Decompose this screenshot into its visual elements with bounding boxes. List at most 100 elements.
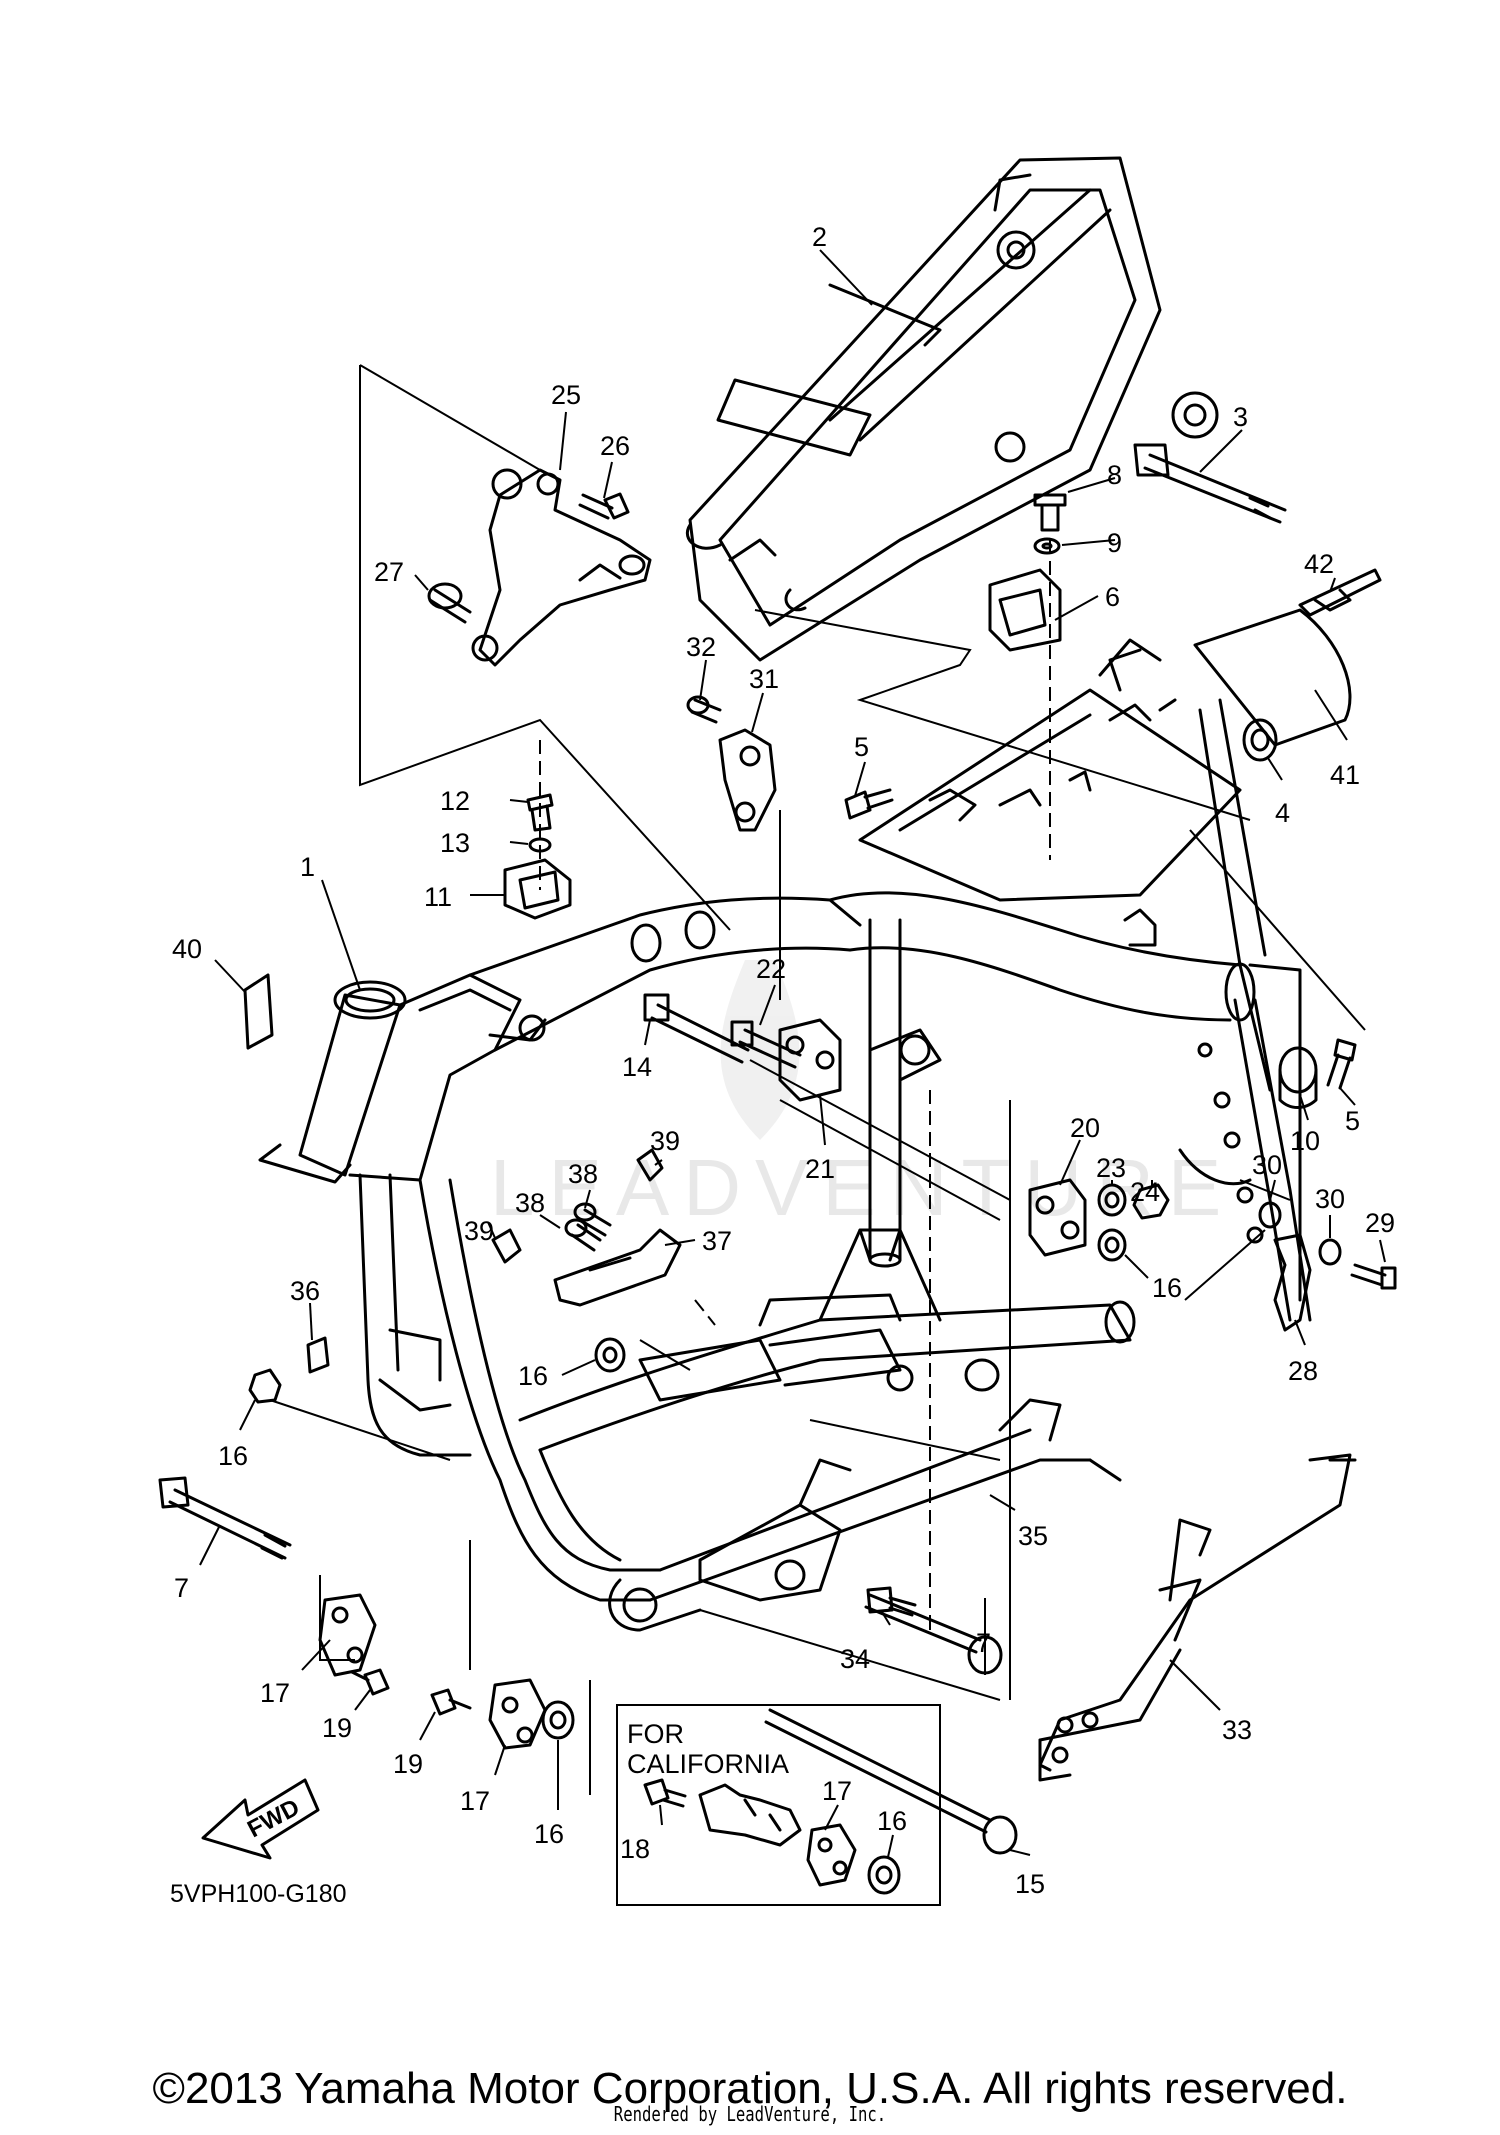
part-cap-10 (1278, 1046, 1318, 1109)
callout-22: 22 (756, 954, 786, 984)
callout-24: 24 (1130, 1177, 1160, 1207)
callout-19-left: 19 (322, 1713, 352, 1743)
reference-lines (269, 364, 1366, 1795)
callout-38-lower: 38 (515, 1188, 545, 1218)
part-clip-39b (636, 1148, 664, 1182)
part-plate-20 (1028, 1178, 1087, 1257)
callout-13: 13 (440, 828, 470, 858)
callout-11: 11 (424, 882, 452, 912)
part-nut-16-right (1097, 1228, 1127, 1262)
fwd-label: FWD (243, 1794, 304, 1843)
part-label-36 (306, 1336, 330, 1374)
part-plate-17-mid (488, 1678, 547, 1750)
callout-21: 21 (805, 1154, 835, 1184)
callout-41: 41 (1330, 760, 1360, 790)
part-collar-4 (1242, 718, 1278, 762)
part-washer-9 (1033, 537, 1061, 555)
callout-12: 12 (440, 786, 470, 816)
callout-10: 10 (1290, 1126, 1320, 1156)
callout-40: 40 (172, 934, 202, 964)
callout-32: 32 (686, 632, 716, 662)
part-rear-bracket-33 (1038, 1453, 1357, 1782)
part-bolt-29 (1350, 1263, 1397, 1290)
diagram-code: 5VPH100-G180 (170, 1880, 347, 1908)
part-main-frame (258, 638, 1312, 1632)
part-bolt-7-left (158, 1476, 292, 1560)
callout-17-california: 17 (822, 1776, 852, 1806)
callout-16-california: 16 (877, 1806, 907, 1836)
callouts: 2 3 8 9 6 42 41 4 25 26 27 32 31 5 12 13… (172, 222, 1395, 1899)
part-plate-17-california (806, 1823, 857, 1887)
part-washer-30b (1318, 1238, 1342, 1266)
callout-6: 6 (1105, 582, 1120, 612)
callout-2: 2 (812, 222, 827, 252)
callout-5-right: 5 (1345, 1106, 1360, 1136)
part-plate-28 (1273, 1233, 1312, 1332)
part-bracket-31 (718, 728, 777, 832)
callout-33: 33 (1222, 1715, 1252, 1745)
california-label-california: CALIFORNIA (627, 1749, 789, 1779)
part-clip-42 (1298, 568, 1382, 617)
callout-28: 28 (1288, 1356, 1318, 1386)
part-bolt-34 (866, 1586, 917, 1617)
part-nut-16-bottom (541, 1700, 575, 1740)
part-bolt-38b (573, 1202, 612, 1237)
callout-27: 27 (374, 557, 404, 587)
part-bolt-32 (686, 695, 722, 724)
callout-16-bottom: 16 (534, 1819, 564, 1849)
callout-7-left: 7 (174, 1573, 189, 1603)
part-bolt-5-right (1326, 1038, 1357, 1090)
callout-29: 29 (1365, 1208, 1395, 1238)
part-bracket-11 (503, 858, 572, 920)
callout-20: 20 (1070, 1113, 1100, 1143)
callout-35: 35 (1018, 1521, 1048, 1551)
part-bolt-18 (643, 1778, 687, 1808)
callout-14: 14 (622, 1052, 652, 1082)
part-bracket-california (698, 1783, 802, 1847)
copyright-notice: ©2013 Yamaha Motor Corporation, U.S.A. A… (152, 2064, 1348, 2113)
part-plate-17-left (318, 1593, 377, 1677)
part-bolt-19-left (350, 1668, 390, 1696)
part-bolt-38a (564, 1218, 602, 1252)
part-bolt-8 (1033, 493, 1067, 532)
callout-15: 15 (1015, 1869, 1045, 1899)
part-cap-35 (964, 1358, 1000, 1392)
callout-39-lower: 39 (464, 1216, 494, 1246)
part-label-40 (243, 973, 274, 1050)
callout-38-upper: 38 (568, 1159, 598, 1189)
callout-17-left: 17 (260, 1678, 290, 1708)
callout-23: 23 (1096, 1153, 1126, 1183)
callout-36: 36 (290, 1276, 320, 1306)
rendered-by-notice: Rendered by LeadVenture, Inc. (613, 2102, 887, 2126)
part-bolt-3 (1133, 443, 1287, 524)
callout-8: 8 (1107, 460, 1122, 490)
part-bracket-25 (471, 468, 652, 667)
callout-37: 37 (702, 1226, 732, 1256)
part-clip-39a (491, 1228, 522, 1264)
part-bolt-15 (764, 1708, 1018, 1855)
part-bracket-6 (988, 568, 1062, 652)
part-bolt-5-upper (844, 788, 894, 820)
california-label-for: FOR (627, 1719, 684, 1749)
part-cover-41 (1193, 608, 1352, 747)
part-rear-subframe (685, 156, 1219, 662)
part-nut-16-california (867, 1855, 901, 1895)
callout-30-b: 30 (1315, 1184, 1345, 1214)
callout-9: 9 (1107, 528, 1122, 558)
callout-42: 42 (1304, 549, 1334, 579)
part-nut-16-left (248, 1368, 282, 1404)
callout-7-right: 7 (976, 1628, 991, 1658)
fwd-arrow-icon: FWD (201, 1778, 320, 1860)
california-box: FOR CALIFORNIA (616, 1704, 941, 1906)
callout-17-mid: 17 (460, 1786, 490, 1816)
callout-31: 31 (749, 664, 779, 694)
watermark-text: LEADVENTURE (490, 1143, 1235, 1232)
part-bracket-37 (553, 1228, 682, 1307)
callout-4: 4 (1275, 798, 1290, 828)
callout-34: 34 (840, 1644, 870, 1674)
watermark-logo: LEADVENTURE (490, 960, 1235, 1232)
callout-1: 1 (300, 852, 315, 882)
part-bolt-19-mid (430, 1688, 472, 1716)
callout-30-a: 30 (1252, 1150, 1282, 1180)
